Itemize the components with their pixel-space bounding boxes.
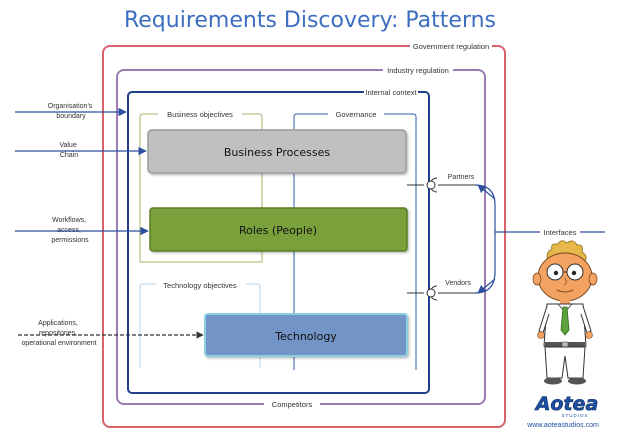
government-regulation-frame <box>102 45 506 428</box>
internal-context-label: Internal context <box>365 88 417 97</box>
value-chain-line-2: Chain <box>60 152 78 159</box>
workflows-line-3: permissions <box>51 237 89 244</box>
value-chain-input: Value Chain <box>15 142 147 159</box>
internal-context-frame <box>127 91 430 394</box>
aotea-url: www.aoteastudios.com <box>526 422 599 429</box>
industry-regulation-label: Industry regulation <box>387 66 449 75</box>
business-objectives-label: Business objectives <box>167 110 233 119</box>
applications-line-3: operational environment <box>21 340 96 347</box>
svg-text:Value Chain: Value Chain <box>59 142 78 159</box>
aotea-logo: Aotea STUDIOS www.aoteastudios.com <box>526 393 599 429</box>
vendors-label: Vendors <box>445 280 471 287</box>
applications-input: Applications, repositories, operational … <box>18 320 204 347</box>
business-processes-label: Business Processes <box>224 146 330 159</box>
svg-text:Applications, repositori: Applications, repositories, operational … <box>21 320 96 347</box>
interfaces-connector: Interfaces <box>474 184 605 294</box>
business-processes-box <box>147 129 407 174</box>
workflows-input: Workflows, access, permissions <box>15 217 149 244</box>
technology-label: Technology <box>274 330 337 343</box>
governance-label: Governance <box>336 110 377 119</box>
vendors-interface: Vendors <box>407 280 478 301</box>
technology-box <box>204 313 408 357</box>
business-objectives-frame <box>139 113 263 263</box>
value-chain-line-1: Value <box>59 142 76 149</box>
workflows-line-1: Workflows, <box>52 217 86 224</box>
mascot-illustration <box>532 240 598 385</box>
org-boundary-input: Organisation's boundary <box>15 103 127 120</box>
roles-box <box>149 207 408 252</box>
org-boundary-line-2: boundary <box>56 113 86 120</box>
roles-label: Roles (People) <box>239 224 317 237</box>
applications-line-2: repositories, <box>39 330 77 337</box>
aotea-logo-text: Aotea <box>534 393 599 415</box>
applications-line-1: Applications, <box>38 320 78 327</box>
svg-text:Organisation's boundary: Organisation's boundary <box>48 103 94 120</box>
technology-objectives-label: Technology objectives <box>163 281 237 290</box>
government-regulation-label: Government regulation <box>413 42 489 51</box>
diagram-title: Requirements Discovery: Patterns <box>124 8 496 33</box>
aotea-logo-sub: STUDIOS <box>561 413 588 418</box>
partners-label: Partners <box>448 174 475 181</box>
competitors-label: Competitors <box>272 400 313 409</box>
interfaces-label: Interfaces <box>544 228 577 237</box>
partners-interface: Partners <box>407 174 478 193</box>
org-boundary-line-1: Organisation's <box>48 103 93 110</box>
